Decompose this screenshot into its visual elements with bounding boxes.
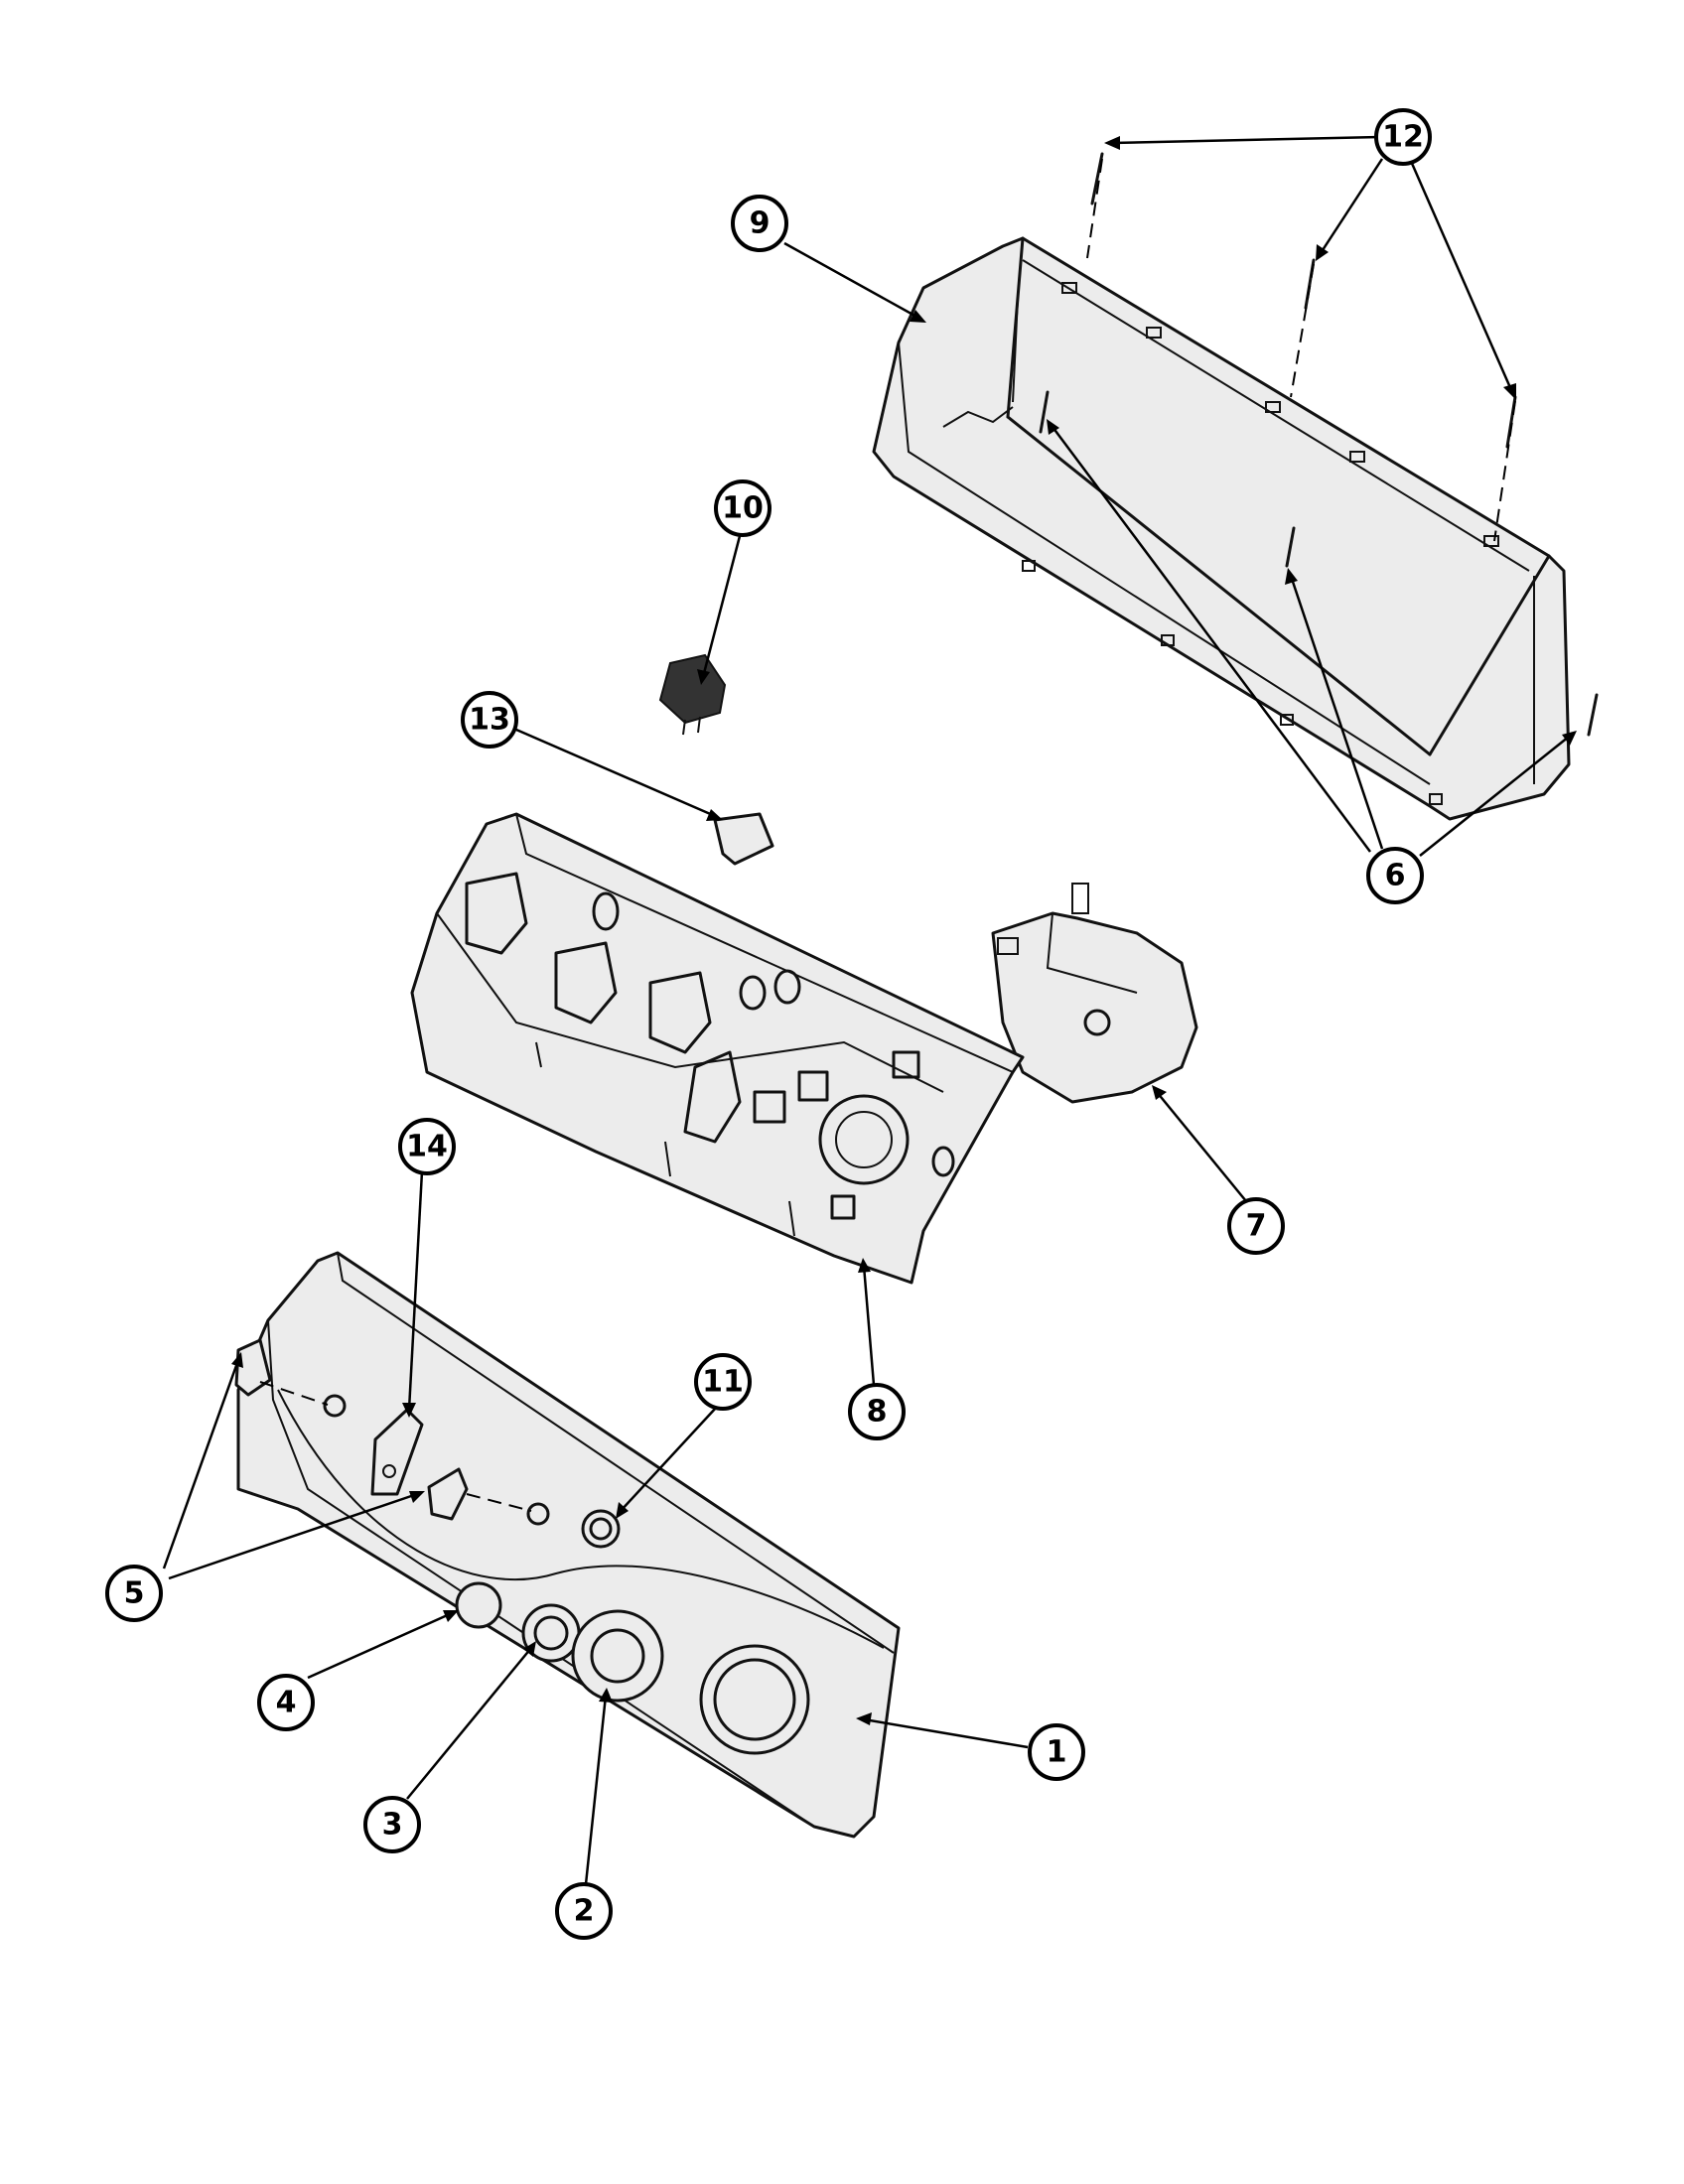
- callout-label-3: 3: [382, 1808, 403, 1843]
- callout-label-11: 11: [702, 1365, 744, 1400]
- inner-panel-part: [410, 812, 1025, 1285]
- callout-14: 14: [398, 1118, 456, 1175]
- callout-10: 10: [714, 479, 772, 537]
- callout-label-1: 1: [1047, 1735, 1067, 1770]
- callout-6: 6: [1366, 847, 1424, 904]
- callout-label-10: 10: [722, 491, 764, 526]
- callout-3: 3: [363, 1796, 421, 1853]
- callout-label-6: 6: [1385, 859, 1406, 893]
- callout-label-8: 8: [867, 1395, 888, 1430]
- clip-part: [713, 812, 774, 866]
- callout-label-14: 14: [406, 1130, 448, 1164]
- callout-13: 13: [461, 691, 518, 749]
- dashed-guides: [259, 158, 1516, 1512]
- leader-lines: [162, 135, 1577, 1885]
- callout-2: 2: [555, 1882, 613, 1940]
- callout-label-13: 13: [469, 703, 510, 738]
- callout-7: 7: [1227, 1197, 1285, 1255]
- callout-4: 4: [257, 1674, 315, 1731]
- timer-part: [991, 883, 1198, 1104]
- callout-12: 12: [1374, 108, 1432, 166]
- switch-part: [658, 653, 727, 736]
- callout-9: 9: [731, 195, 788, 252]
- callout-5: 5: [105, 1565, 163, 1622]
- callout-11: 11: [694, 1353, 752, 1411]
- callout-label-4: 4: [276, 1686, 297, 1720]
- callout-label-9: 9: [750, 206, 771, 241]
- front-panel-part: [234, 1251, 901, 1839]
- callout-label-5: 5: [124, 1576, 145, 1611]
- callout-label-12: 12: [1382, 120, 1424, 155]
- callout-label-7: 7: [1246, 1209, 1267, 1244]
- callout-1: 1: [1028, 1723, 1085, 1781]
- callout-8: 8: [848, 1383, 906, 1440]
- callout-label-2: 2: [574, 1894, 595, 1929]
- rear-console-part: [872, 236, 1571, 821]
